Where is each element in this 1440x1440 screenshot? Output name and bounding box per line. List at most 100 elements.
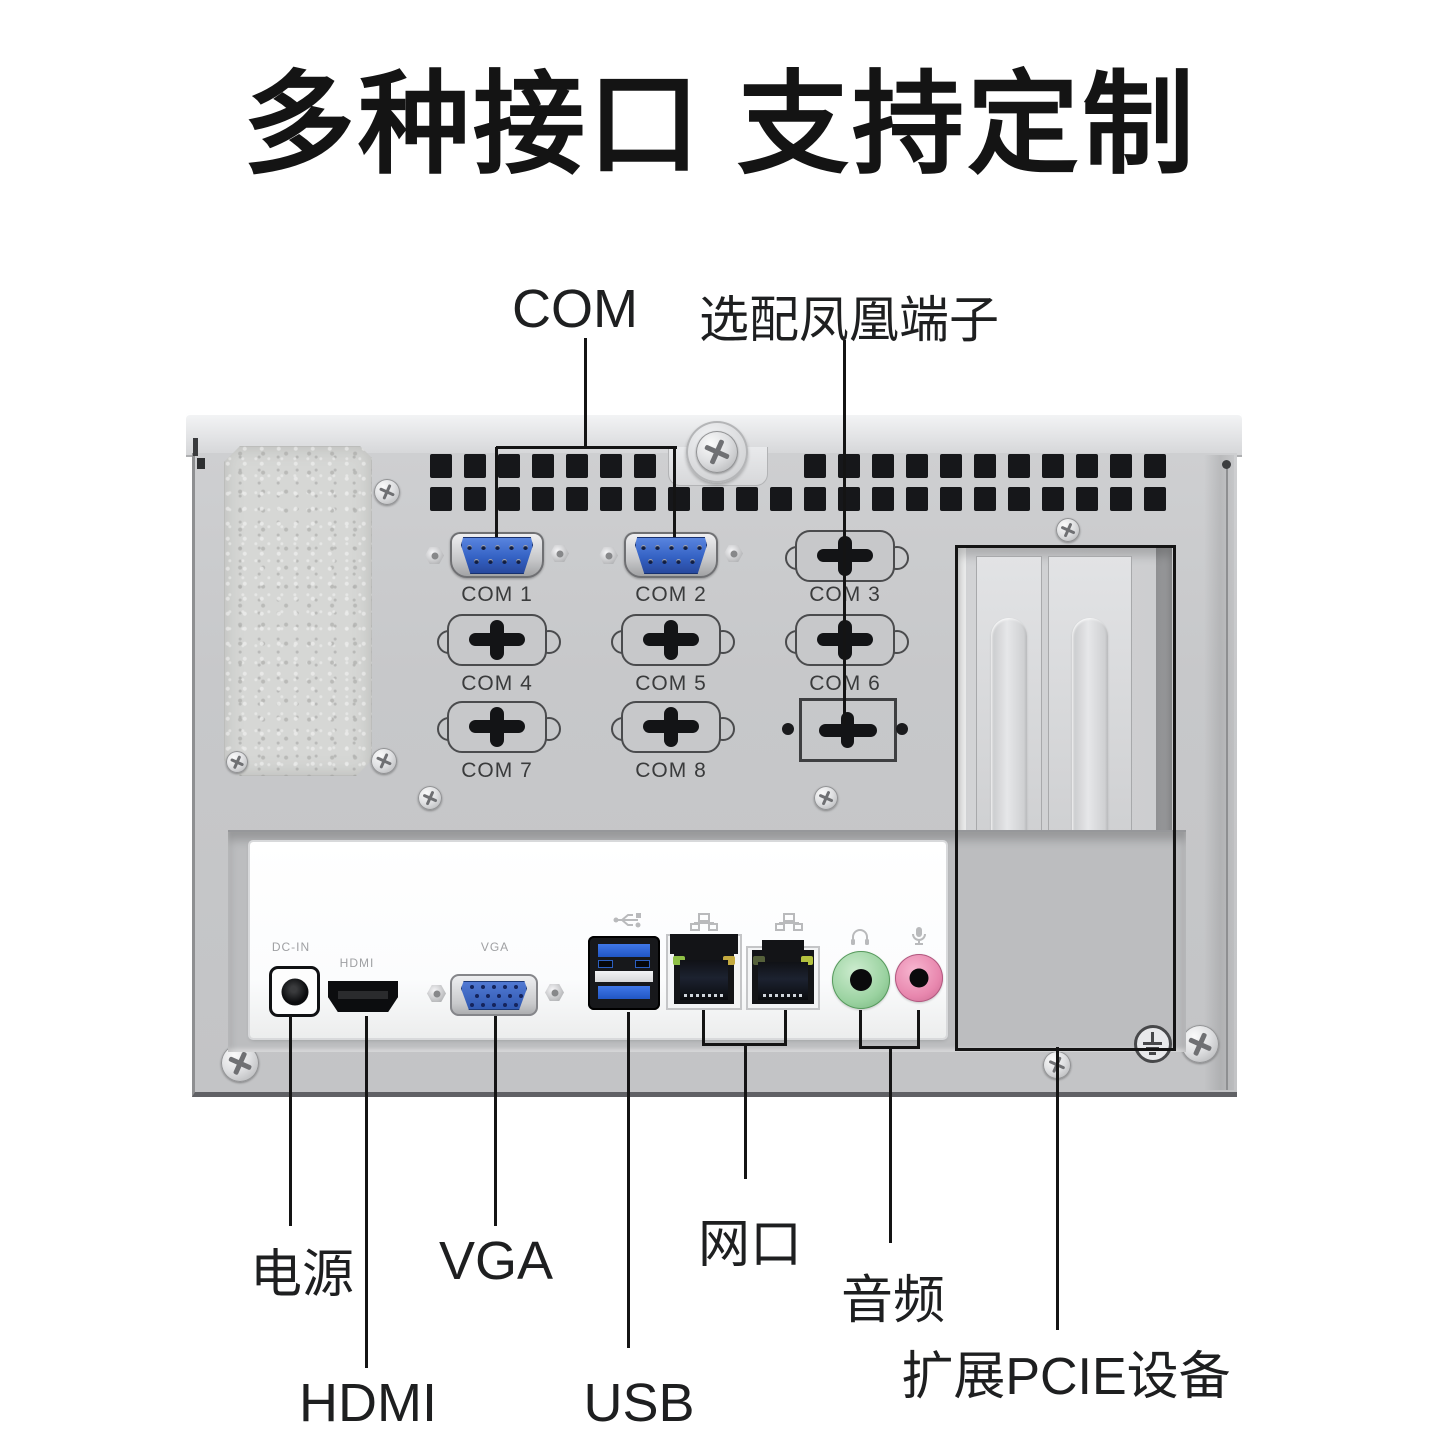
db9-pin — [495, 545, 500, 550]
callout-power: 电源 — [249, 1246, 355, 1304]
jack-screw — [425, 547, 444, 564]
db9-blue-insert — [461, 537, 533, 574]
vga-pin — [514, 1003, 518, 1007]
dc-barrel-hole — [281, 978, 308, 1005]
mic-icon — [912, 927, 926, 945]
metal-texture — [224, 446, 372, 776]
com-knockout — [437, 701, 561, 753]
rj45-lip — [670, 934, 738, 954]
usb-contact — [635, 960, 650, 968]
vent-slot — [430, 454, 452, 478]
com-port-label: COM 2 — [635, 583, 707, 606]
vga-pin — [492, 1003, 496, 1007]
leader-line — [702, 1043, 787, 1046]
leader-line — [859, 1010, 862, 1048]
mount-hole — [896, 723, 908, 735]
galvanized-cover-plate — [224, 446, 372, 776]
panel-seam — [1226, 462, 1228, 1090]
ground-icon — [1134, 1025, 1172, 1063]
jack-screw — [599, 547, 618, 564]
ground-bar — [1149, 1052, 1156, 1055]
com-knockout — [437, 614, 561, 666]
rj45-pins — [684, 994, 724, 997]
com-port-label: COM 8 — [635, 759, 707, 782]
com-port-label: COM 1 — [461, 583, 533, 606]
vent-slot — [532, 454, 554, 478]
rj45-opening — [680, 960, 728, 1000]
vga-pin — [470, 985, 474, 989]
db9-pin — [648, 559, 653, 564]
vent-slot — [838, 487, 860, 511]
edge-notch — [197, 458, 205, 469]
callout-pcie-expansion: 扩展PCIE设备 — [901, 1348, 1231, 1406]
vent-slot — [566, 454, 588, 478]
db9-pin — [697, 545, 702, 550]
vent-slot — [1110, 487, 1132, 511]
vent-slot — [770, 487, 792, 511]
ground-stem — [1151, 1032, 1154, 1042]
headphone-icon — [851, 929, 869, 945]
vent-slot — [906, 487, 928, 511]
vga-pin — [508, 994, 512, 998]
db9-pin — [523, 545, 528, 550]
rj45-opening — [758, 962, 808, 1000]
vent-slot — [1076, 487, 1098, 511]
leader-line — [365, 1016, 368, 1368]
vent-slot — [634, 454, 656, 478]
ethernet-port-1 — [668, 934, 740, 1008]
jack-hole — [850, 969, 872, 991]
lan-led-green — [753, 956, 765, 965]
leader-line — [496, 446, 677, 449]
vga-pin — [492, 985, 496, 989]
leader-line — [889, 1048, 892, 1243]
lan-led-green — [673, 956, 685, 965]
knockout-cross — [664, 707, 678, 747]
vent-slot — [600, 454, 622, 478]
screw-icon — [696, 431, 738, 473]
db9-pin — [662, 559, 667, 564]
callout-lan: 网口 — [697, 1216, 803, 1274]
leader-line — [494, 1016, 497, 1226]
screw-icon — [1056, 518, 1080, 542]
ground-bar — [1143, 1042, 1162, 1045]
audio-lineout-jack — [832, 951, 890, 1009]
ethernet-port-2 — [748, 940, 818, 1008]
dc-in-jack — [269, 966, 320, 1017]
vga-jack-screw — [545, 984, 564, 1001]
leader-line — [627, 1012, 630, 1348]
vga-jack-screw — [427, 985, 446, 1002]
com-port-label: COM 7 — [461, 759, 533, 782]
knockout-cross — [664, 620, 678, 660]
leader-line — [917, 1010, 920, 1048]
db9-pin — [474, 559, 479, 564]
db9-pin — [467, 545, 472, 550]
vent-slot — [702, 487, 724, 511]
vga-pin — [503, 985, 507, 989]
db9-pin — [683, 545, 688, 550]
rj45-lip — [762, 940, 804, 952]
com-port-label: COM 4 — [461, 672, 533, 695]
vga-pin — [475, 994, 479, 998]
edge-notch — [193, 438, 198, 456]
vga-pin — [470, 1003, 474, 1007]
jack-hole — [909, 968, 929, 988]
callout-vga: VGA — [438, 1231, 554, 1291]
knockout-cross — [490, 707, 504, 747]
dc-in-label: DC-IN — [271, 940, 311, 954]
vent-slot — [804, 487, 826, 511]
page-title: 多种接口 支持定制 — [242, 62, 1198, 187]
leader-line — [784, 1010, 787, 1046]
screw-icon — [371, 748, 397, 774]
callout-com: COM — [512, 279, 638, 339]
db9-pin — [509, 545, 514, 550]
db9-pin — [676, 559, 681, 564]
leader-line — [289, 1016, 292, 1226]
rj45-pins — [763, 994, 803, 997]
vent-slot — [1008, 454, 1030, 478]
chassis-right-shade — [1204, 455, 1234, 1090]
vga-pin — [514, 985, 518, 989]
db9-pin — [641, 545, 646, 550]
screw-icon — [814, 786, 838, 810]
screw-icon — [418, 786, 442, 810]
vga-pin — [486, 994, 490, 998]
